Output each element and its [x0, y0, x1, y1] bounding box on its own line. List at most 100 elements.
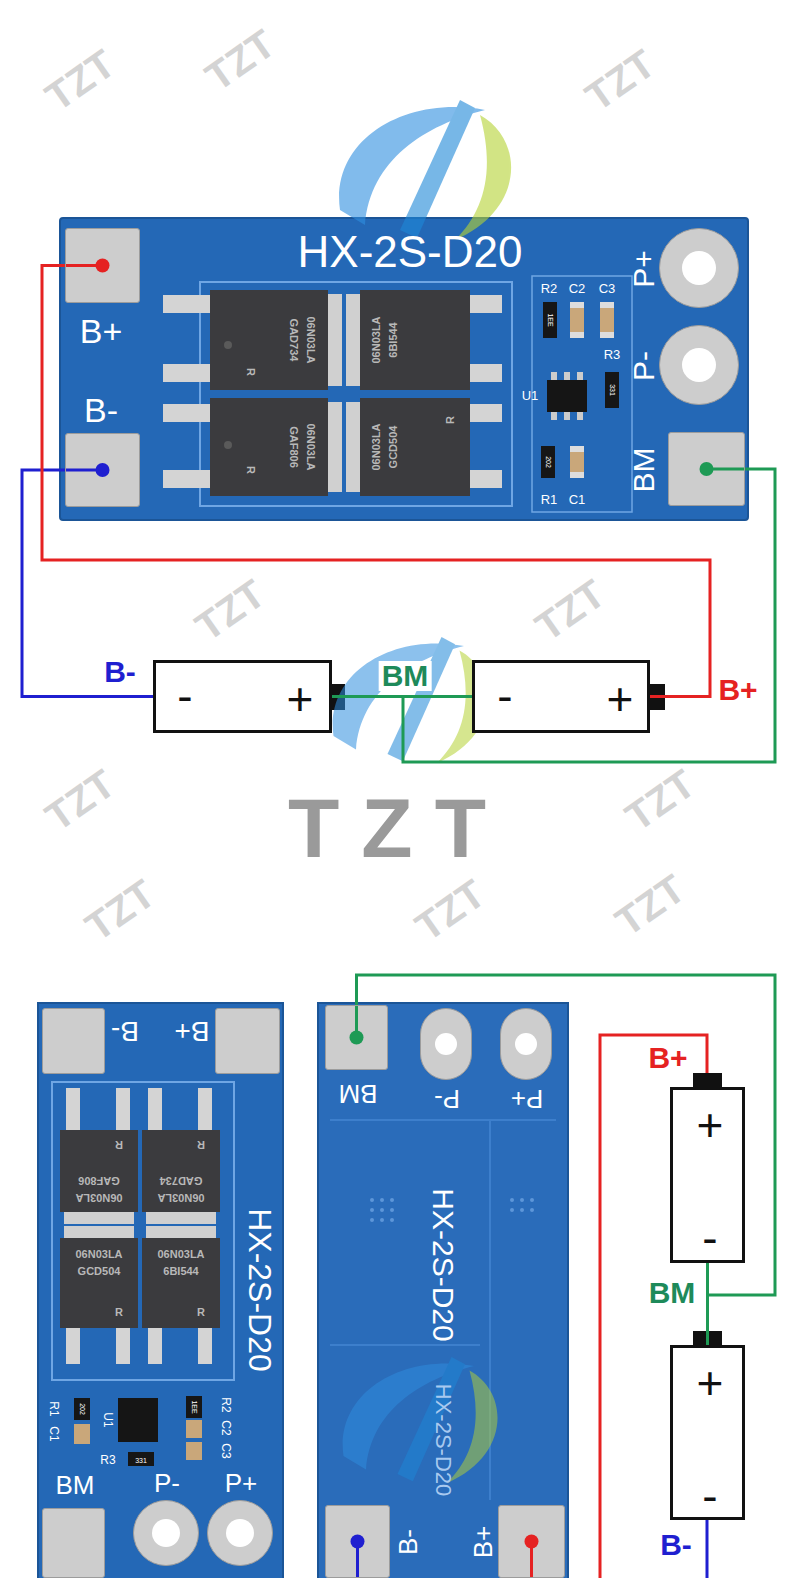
mosfet-chip: [116, 1088, 130, 1132]
mosfet-chip: [163, 470, 213, 488]
board-illustration: [333, 637, 488, 763]
wire: [706, 1263, 709, 1345]
smd-component: [541, 446, 555, 478]
wire-label: B+: [645, 1043, 690, 1073]
wire: [403, 469, 775, 762]
mosfet-chip: [64, 1212, 134, 1224]
wire-label: B-: [101, 657, 139, 687]
watermark: TZT: [609, 868, 692, 943]
mosfet-chip: [116, 1326, 130, 1364]
chip-marking: GCD504: [388, 426, 399, 469]
chip-marking: 06N03LA: [371, 423, 382, 470]
solder-pad: B-: [325, 1505, 390, 1578]
chip-marking: 6BI544: [163, 1266, 198, 1277]
chip-marking: GAF806: [78, 1175, 120, 1186]
component-label: R2: [220, 1397, 232, 1412]
chip-marking: GAD734: [288, 319, 299, 362]
mosfet-chip: [346, 402, 360, 492]
solder-dot: [350, 1031, 364, 1045]
wire-label: BM: [646, 1278, 699, 1308]
battery-polarity: -: [702, 1473, 717, 1519]
mosfet-chip: [163, 404, 213, 422]
component-label: C1: [48, 1426, 60, 1441]
component-label: C3: [599, 282, 616, 295]
board-title: HX-2S-D20: [244, 1208, 276, 1372]
mosfet-chip: [328, 402, 342, 492]
pcb-front: [52, 1082, 234, 1380]
pad-label: P+: [511, 1086, 544, 1112]
pcb-back: [318, 1003, 568, 1578]
component-label: C1: [569, 493, 586, 506]
smd-component: [551, 372, 557, 380]
component-label: 331: [609, 384, 616, 396]
component-label: R2: [541, 282, 558, 295]
pcb-back: [370, 1218, 374, 1222]
chip-marking: R: [245, 368, 256, 376]
pad-label: P-: [154, 1470, 180, 1496]
pcb-top: [200, 282, 512, 506]
smd-component: [577, 412, 583, 420]
smd-component: [564, 412, 570, 420]
mosfet-chip: [142, 1130, 220, 1212]
mosfet-chip: [148, 1088, 162, 1132]
pcb-front: [38, 1003, 283, 1578]
solder-dot: [700, 462, 714, 476]
mosfet-chip: [163, 364, 213, 382]
solder-pad: P-: [659, 325, 739, 405]
pcb-back: [510, 1198, 514, 1202]
solder-pad: BM: [325, 1005, 388, 1070]
pcb-front: [38, 1003, 283, 1578]
watermark: TZT: [79, 873, 162, 948]
component-label: 1EE: [191, 1400, 198, 1413]
pad-label: B+: [174, 1017, 209, 1045]
chip-marking: R: [245, 466, 256, 474]
pad-hole: [226, 1519, 254, 1547]
smd-component: [547, 380, 587, 412]
mosfet-chip: [328, 294, 342, 386]
mosfet-chip: [198, 1088, 212, 1132]
watermark: TZT: [619, 763, 702, 838]
mosfet-chip: [468, 295, 502, 313]
pad-label: BM: [56, 1472, 95, 1498]
smd-component: [543, 302, 557, 338]
wire-label: B-: [657, 1530, 695, 1560]
chip-marking: 06N03LA: [75, 1249, 122, 1260]
pcb-back: [330, 1344, 480, 1346]
pcb-top: [60, 218, 748, 520]
watermark: TZT: [409, 873, 492, 948]
solder-pad: B-: [42, 1008, 105, 1074]
solder-pad: B+: [498, 1505, 565, 1578]
pad-hole: [682, 348, 716, 382]
mosfet-chip: [148, 1326, 162, 1364]
battery-polarity: -: [177, 673, 192, 719]
pcb-back: [530, 1198, 534, 1202]
component-label: 1EE: [547, 313, 554, 326]
battery-terminal: [693, 1073, 722, 1087]
pcb-top: [60, 218, 748, 520]
pcb-board: HX-2S-D20B-B+BMP-P+: [38, 1003, 283, 1578]
pcb-back: [380, 1198, 384, 1202]
smd-component: [600, 302, 614, 308]
solder-dot: [351, 1535, 365, 1549]
board-title: HX-2S-D20: [432, 1384, 454, 1496]
smd-component: [570, 332, 584, 338]
pcb-back: [520, 1208, 524, 1212]
battery-cell: +-: [670, 1087, 745, 1263]
pcb-back: [370, 1198, 374, 1202]
component-label: R3: [604, 348, 621, 361]
component-label: 331: [135, 1457, 147, 1464]
pcb-back: [390, 1208, 394, 1212]
mosfet-chip: [210, 290, 328, 390]
smd-component: [551, 412, 557, 420]
component-label: C2: [220, 1420, 232, 1435]
pad-label: B+: [470, 1526, 496, 1559]
pcb-back: [370, 1208, 374, 1212]
pcb-back: [380, 1218, 384, 1222]
battery-polarity: -: [702, 1215, 717, 1261]
pad-label: B-: [395, 1529, 421, 1555]
wire: [706, 1520, 709, 1578]
component-label: U1: [102, 1412, 114, 1427]
component-label: U1: [522, 389, 539, 402]
pcb-top: [532, 276, 632, 512]
